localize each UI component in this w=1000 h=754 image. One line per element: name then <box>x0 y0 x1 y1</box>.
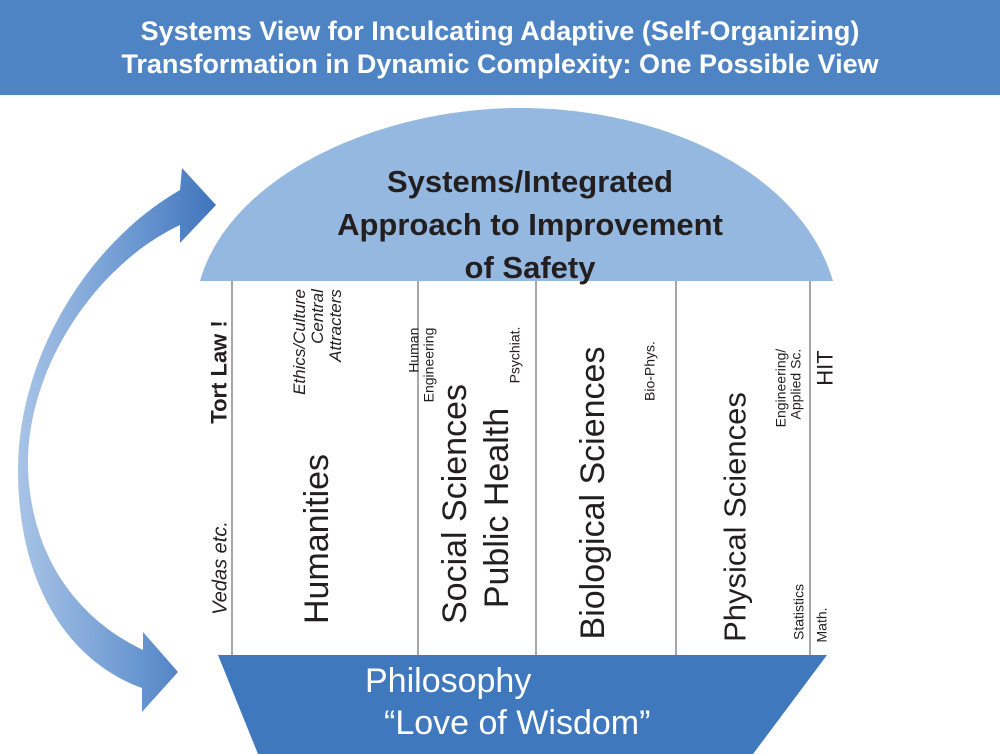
title-line-2: Transformation in Dynamic Complexity: On… <box>121 48 879 79</box>
title-line-1: Systems View for Inculcating Adaptive (S… <box>140 15 860 46</box>
label-math: Math. <box>813 607 830 643</box>
label-public-health: Public Health <box>478 407 517 609</box>
label-biological-sciences: Biological Sciences <box>574 346 613 640</box>
label-social-sciences: Social Sciences <box>436 383 475 625</box>
label-statistics: Statistics <box>790 583 807 641</box>
label-vedas: Vedas etc. <box>209 521 232 615</box>
dome-shape <box>200 108 833 281</box>
column-dividers <box>231 281 811 655</box>
base-shape <box>218 655 827 754</box>
label-engineering-applied: Engineering/ Applied Sc. <box>772 348 803 428</box>
label-human-engineering: Human Engineering <box>405 327 436 403</box>
base-love-of-wisdom: “Love of Wisdom” <box>384 704 651 742</box>
cycle-arrow-icon <box>18 168 216 712</box>
label-bio-phys: Bio-Phys. <box>641 341 658 401</box>
label-physical-sciences: Physical Sciences <box>717 392 753 642</box>
label-tort-law: Tort Law ! <box>206 320 232 424</box>
base-philosophy: Philosophy <box>365 662 532 700</box>
dome-title: Systems/Integrated Approach to Improveme… <box>337 164 723 285</box>
label-psychiat: Psychiat. <box>506 326 523 384</box>
label-ethics-culture: Ethics/Culture Central Attracters <box>290 289 345 395</box>
label-hit: HIT <box>812 350 838 386</box>
title-banner: Systems View for Inculcating Adaptive (S… <box>0 0 1000 95</box>
label-humanities: Humanities <box>298 453 337 625</box>
